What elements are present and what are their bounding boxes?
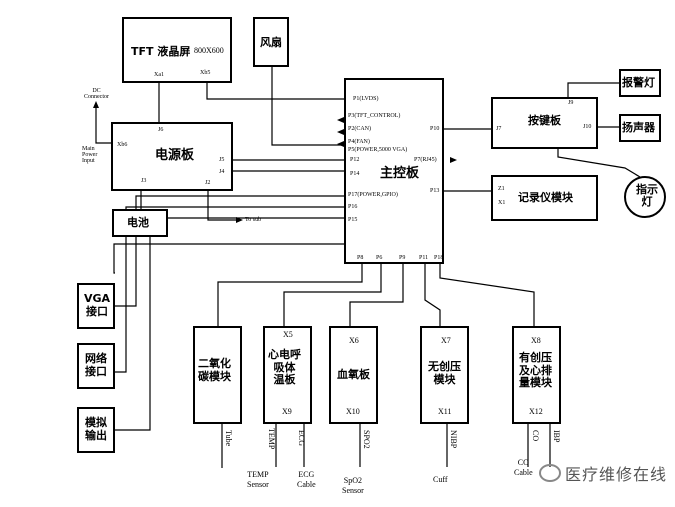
ecg-module-block [263,326,312,424]
wechat-icon [538,464,561,482]
co-cable-label: CO Cable [514,458,533,477]
power-pin-j5: J5 [219,157,225,163]
nibp-pin-bottom: X11 [438,407,452,416]
power-pin-j6: J6 [158,127,164,133]
key-pin-j9: J9 [568,100,574,106]
key-board-block [491,97,598,149]
power-board-title: 电源板 [155,148,195,163]
main-pin-p5: P5(POWER,5000 VGA) [348,147,408,153]
main-pin-p6: P6 [376,255,383,261]
main-pin-p7: P7(RJ45) [414,157,437,163]
temp-sensor-label: TEMP Sensor [247,470,269,490]
watermark-text: 医疗维修在线 [564,465,667,484]
tft-pin-right: Xb5 [200,70,211,76]
ibp-cable-ibp: IBP [552,430,561,443]
recorder-pin-z1: Z1 [498,186,505,192]
ibp-module-block [512,326,561,424]
spo2-pin-bottom: X10 [346,407,360,416]
main-pin-p3: P3(TFT_CONTROL) [348,113,401,119]
main-pin-p9: P9 [399,255,406,261]
main-pin-p2: P2(CAN) [348,126,372,132]
main-pin-p4: P4(FAN) [348,139,370,145]
indicator-light-block [624,176,666,218]
indicator-light-title: 指示 灯 [636,183,658,209]
spo2-pin-top: X6 [349,336,359,345]
main-pin-p13: P13 [430,188,440,194]
tft-screen-block [122,17,232,83]
spo2-cable-label: SPO2 [362,430,371,449]
recorder-pin-x1: X1 [498,200,506,206]
main-power-input-label: Main Power Input [82,146,98,164]
main-pin-p15: P15 [348,217,358,223]
ecg-pin-top: X5 [283,330,293,339]
tft-pin-left: Xa1 [154,72,164,78]
battery-block [112,209,168,237]
spo2-sensor-label: SpO2 Sensor [342,476,364,496]
main-pin-p18: P18 [434,255,444,261]
speaker-title: 扬声器 [622,121,655,134]
vga-port-block [77,283,115,329]
network-port-title: 网络 接口 [85,352,107,379]
alarm-light-title: 报警灯 [622,76,655,89]
tft-resolution: 800X600 [194,46,224,55]
ibp-pin-top: X8 [531,336,541,345]
speaker-block [619,114,661,142]
dc-connector-label: DC Connector [84,88,109,100]
battery-title: 电池 [127,216,149,229]
ibp-pin-bottom: X12 [529,407,543,416]
power-pin-xb6: Xb6 [117,142,128,148]
nibp-module-block [420,326,469,424]
tft-title: TFT 液晶屏 [131,45,191,58]
alarm-light-block [619,69,661,97]
main-pin-p8: P8 [357,255,364,261]
spo2-board-title: 血氧板 [337,368,370,381]
co2-cable-label: Tube [224,430,233,447]
nibp-pin-top: X7 [441,336,451,345]
ibp-module-title: 有创压 及心排 量模块 [519,351,552,390]
watermark: 医疗维修在线 [538,461,667,485]
power-pin-j3: J3 [141,178,147,184]
vga-port-title: VGA 接口 [84,292,111,319]
ecg-cable-label: ECG Cable [297,470,316,490]
key-board-title: 按键板 [528,114,561,127]
co2-module-block [193,326,242,424]
analog-output-title: 模拟 输出 [85,416,107,443]
main-pin-p10: P10 [430,126,440,132]
main-board-block [344,78,444,264]
ecg-cable-temp: TEMP [267,428,276,450]
main-pin-p16: P16 [348,204,358,210]
key-pin-j7: J7 [496,126,502,132]
main-pin-p17: P17(POWER,GPIO) [348,192,398,198]
cuff-label: Cuff [433,475,448,484]
recorder-title: 记录仪模块 [518,191,573,204]
nibp-cable-label: NIBP [449,430,458,449]
recorder-block [491,175,598,221]
analog-output-block [77,407,115,453]
fan-block [253,17,289,67]
nibp-module-title: 无创压 模块 [428,360,461,387]
main-pin-p14: P14 [350,171,360,177]
main-pin-p12: P12 [350,157,360,163]
ecg-pin-bottom: X9 [282,407,292,416]
to-sub-label: To sub [245,217,262,223]
ecg-module-title: 心电呼 吸体 温板 [268,348,301,387]
co2-module-title: 二氧化 碳模块 [198,357,231,384]
main-pin-p1: P1(LVDS) [353,96,379,102]
power-pin-j4: J4 [219,169,225,175]
network-port-block [77,343,115,389]
main-pin-p11: P11 [419,255,429,261]
main-board-title: 主控板 [380,166,420,181]
power-board-block [111,122,233,191]
ibp-cable-co: CO [531,430,540,442]
key-pin-j10: J10 [583,124,592,130]
fan-title: 风扇 [260,36,282,49]
ecg-cable-ecg: ECG [297,430,306,446]
power-pin-j2: J2 [205,180,211,186]
spo2-board-block [329,326,378,424]
